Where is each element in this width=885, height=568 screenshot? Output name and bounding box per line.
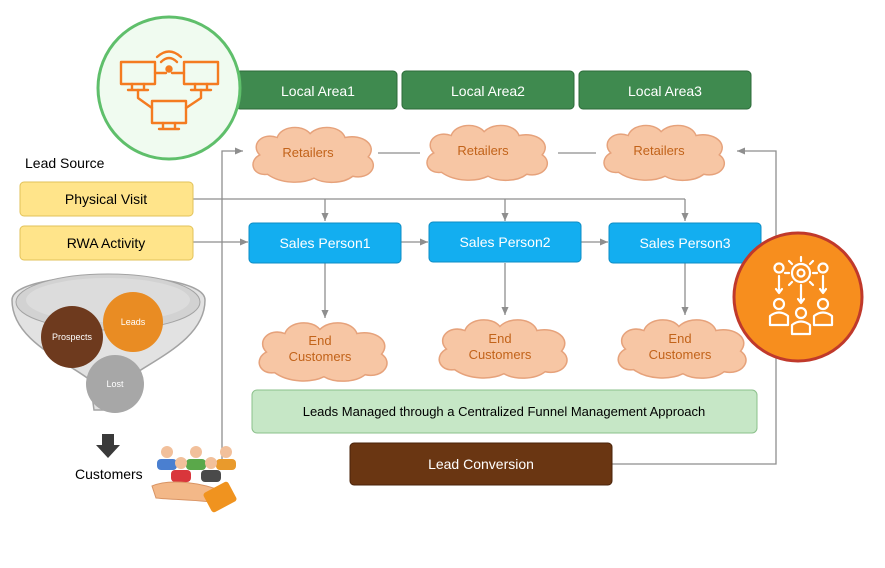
- local-area-3: Local Area3: [578, 70, 752, 110]
- end-customers-1-line2: Customers: [289, 349, 352, 364]
- down-arrow-icon: [96, 434, 120, 458]
- end-customers-cloud-3: End Customers: [617, 319, 747, 379]
- prospects-bubble: Prospects: [41, 306, 103, 368]
- customers-label: Customers: [75, 466, 143, 482]
- prospects-label: Prospects: [52, 332, 93, 342]
- local-area-2: Local Area2: [401, 70, 575, 110]
- local-area-1-label: Local Area1: [281, 83, 355, 99]
- retailer-cloud-3: Retailers: [603, 124, 726, 182]
- local-area-3-label: Local Area3: [628, 83, 702, 99]
- local-area-1: Local Area1: [235, 70, 398, 110]
- retailer-1-label: Retailers: [282, 145, 334, 160]
- lead-source-physical-visit: Physical Visit: [19, 181, 194, 217]
- sales-person-1-label: Sales Person1: [279, 235, 370, 251]
- sales-person-2-label: Sales Person2: [459, 234, 550, 250]
- end-customers-3-line1: End: [668, 331, 691, 346]
- end-customers-cloud-1: End Customers: [258, 322, 388, 382]
- end-customers-2-line1: End: [488, 331, 511, 346]
- lost-bubble: Lost: [86, 355, 144, 413]
- lead-source-rwa-activity: RWA Activity: [19, 225, 194, 261]
- funnel-management-label: Leads Managed through a Centralized Funn…: [303, 404, 706, 419]
- end-customers-1-line1: End: [308, 333, 331, 348]
- end-customers-3-line2: Customers: [649, 347, 712, 362]
- sales-person-1: Sales Person1: [248, 222, 402, 264]
- network-computers-icon: [96, 15, 242, 161]
- team-workflow-icon: [732, 231, 864, 363]
- retailer-3-label: Retailers: [633, 143, 685, 158]
- rwa-activity-label: RWA Activity: [67, 235, 146, 251]
- end-customers-2-line2: Customers: [469, 347, 532, 362]
- end-customers-cloud-2: End Customers: [438, 319, 568, 379]
- lost-label: Lost: [106, 379, 124, 389]
- physical-visit-label: Physical Visit: [65, 191, 147, 207]
- funnel-management-box: Leads Managed through a Centralized Funn…: [251, 389, 758, 434]
- retailer-cloud-1: Retailers: [252, 126, 375, 184]
- leads-label: Leads: [121, 317, 146, 327]
- lead-conversion-label: Lead Conversion: [428, 456, 534, 472]
- local-area-2-label: Local Area2: [451, 83, 525, 99]
- lead-source-title: Lead Source: [25, 155, 105, 171]
- sales-person-2: Sales Person2: [428, 221, 582, 263]
- leads-bubble: Leads: [103, 292, 163, 352]
- sales-person-3: Sales Person3: [608, 222, 762, 264]
- sales-funnel: Prospects Leads Lost: [11, 273, 206, 458]
- customers-in-hand-icon: [151, 446, 237, 513]
- lead-conversion-box: Lead Conversion: [349, 442, 613, 486]
- retailer-cloud-2: Retailers: [426, 124, 549, 182]
- sales-person-3-label: Sales Person3: [639, 235, 730, 251]
- retailer-2-label: Retailers: [457, 143, 509, 158]
